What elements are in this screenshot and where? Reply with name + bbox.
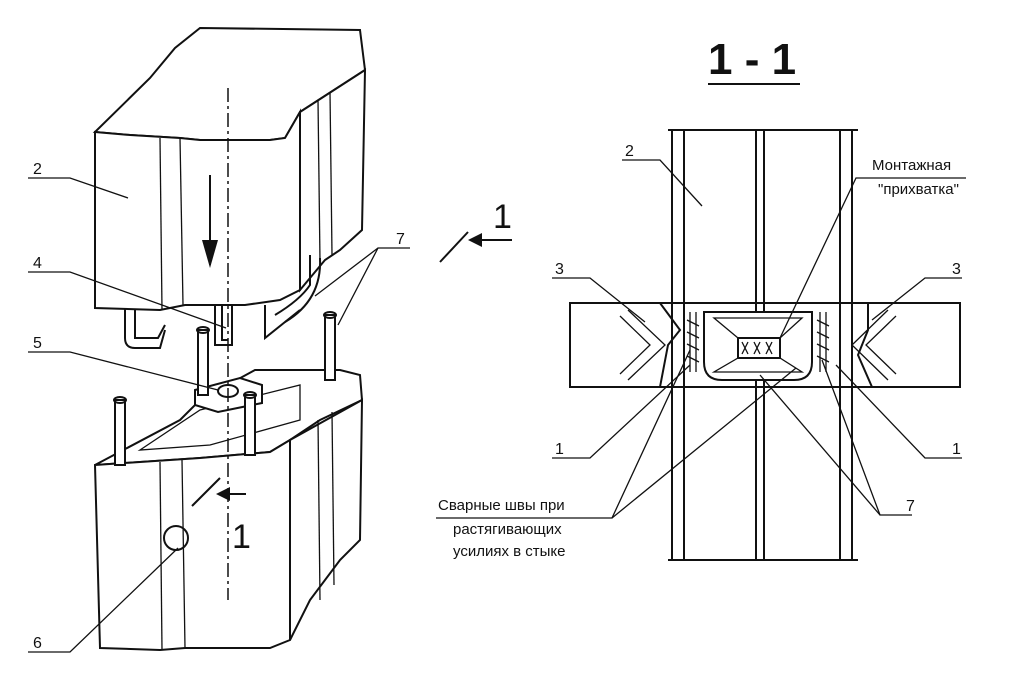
right-leader-lines bbox=[436, 159, 966, 519]
note-tack-line2: "прихватка" bbox=[878, 181, 959, 198]
label-2-left: 2 bbox=[33, 161, 42, 178]
label-4: 4 bbox=[33, 255, 42, 272]
label-3-right: 3 bbox=[952, 261, 961, 278]
note-tack-line1: Монтажная bbox=[872, 157, 951, 174]
section-marker-lower: 1 bbox=[191, 477, 251, 556]
upper-column-anchor-rods bbox=[124, 255, 322, 349]
section-mark-lower-label: 1 bbox=[232, 518, 251, 556]
joint-plate bbox=[686, 311, 830, 381]
label-2-right: 2 bbox=[625, 143, 634, 160]
section-mark-upper-label: 1 bbox=[493, 198, 512, 236]
left-leader-lines bbox=[28, 177, 410, 653]
note-welds-line1: Сварные швы при bbox=[438, 497, 565, 514]
label-1-left: 1 bbox=[555, 441, 564, 458]
label-3-left: 3 bbox=[555, 261, 564, 278]
note-welds-line2: растягивающих bbox=[453, 521, 562, 538]
section-marker-upper: 1 bbox=[439, 198, 512, 263]
floor-slabs bbox=[569, 302, 961, 388]
label-6: 6 bbox=[33, 635, 42, 652]
upper-column-block bbox=[92, 26, 367, 312]
label-5: 5 bbox=[33, 335, 42, 352]
note-welds-line3: усилиях в стыке bbox=[453, 543, 566, 560]
label-7-left: 7 bbox=[396, 231, 405, 248]
label-7-right: 7 bbox=[906, 498, 915, 515]
label-1-right: 1 bbox=[952, 441, 961, 458]
section-title: 1 - 1 bbox=[708, 35, 796, 84]
